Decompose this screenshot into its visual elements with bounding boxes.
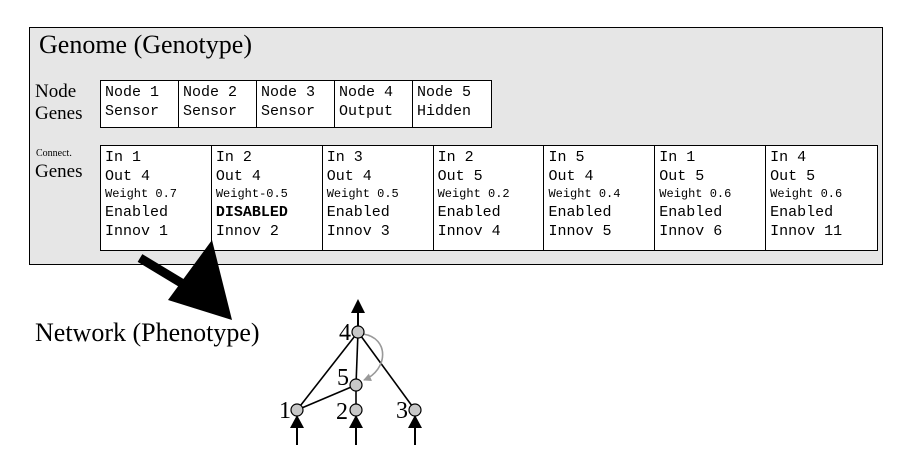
input-arrow-3 xyxy=(408,415,422,445)
node-genes-table: Node 1 Sensor Node 2 Sensor Node 3 Senso… xyxy=(100,80,492,128)
node-gene-type: Sensor xyxy=(105,103,160,120)
edge-4-5-recurrent xyxy=(362,333,384,381)
connect-genes-label: Connect. Genes xyxy=(35,147,82,183)
conn-in: In 3 xyxy=(326,149,363,166)
network-node-1-label: 1 xyxy=(279,398,291,424)
connection-gene-2: In 2 Out 4 Weight-0.5 DISABLED Innov 2 xyxy=(212,146,323,250)
node-gene-id: Node 2 xyxy=(183,84,238,101)
connection-gene-5: In 5 Out 4 Weight 0.4 Enabled Innov 5 xyxy=(544,146,656,250)
conn-status: Enabled xyxy=(659,204,723,221)
node-gene-id: Node 3 xyxy=(261,84,316,101)
conn-in: In 5 xyxy=(548,149,585,166)
conn-in: In 2 xyxy=(215,149,252,166)
network-node-3-label: 3 xyxy=(396,398,408,424)
conn-out: Out 4 xyxy=(215,168,261,185)
network-node-1 xyxy=(290,403,304,417)
network-node-3 xyxy=(408,403,422,417)
conn-status: Enabled xyxy=(105,204,169,221)
conn-weight: Weight 0.2 xyxy=(437,187,510,201)
conn-in: In 1 xyxy=(659,149,696,166)
node-gene-type: Sensor xyxy=(261,103,316,120)
conn-in: In 1 xyxy=(105,149,142,166)
node-gene-3: Node 3 Sensor xyxy=(257,81,335,127)
node-gene-id: Node 4 xyxy=(339,84,394,101)
node-genes-label-line2: Genes xyxy=(35,103,83,124)
network-node-5 xyxy=(349,378,363,392)
edge-5-4 xyxy=(355,331,359,386)
input-arrow-2 xyxy=(349,415,363,445)
node-gene-4: Node 4 Output xyxy=(335,81,413,127)
conn-status: Enabled xyxy=(437,204,501,221)
node-genes-label: Node Genes xyxy=(35,81,82,125)
conn-innov: Innov 3 xyxy=(326,223,390,240)
connection-gene-6: In 1 Out 5 Weight 0.6 Enabled Innov 6 xyxy=(655,146,767,250)
conn-in: In 4 xyxy=(770,149,807,166)
conn-innov: Innov 5 xyxy=(548,223,612,240)
conn-weight: Weight 0.4 xyxy=(548,187,621,201)
conn-out: Out 5 xyxy=(770,168,816,185)
conn-weight: Weight 0.7 xyxy=(105,187,178,201)
conn-weight: Weight-0.5 xyxy=(215,187,288,201)
edge-1-5 xyxy=(296,384,357,411)
connection-gene-4: In 2 Out 5 Weight 0.2 Enabled Innov 4 xyxy=(434,146,545,250)
node-gene-2: Node 2 Sensor xyxy=(179,81,257,127)
conn-out: Out 4 xyxy=(326,168,372,185)
conn-innov: Innov 2 xyxy=(215,223,279,240)
node-gene-5: Node 5 Hidden xyxy=(413,81,491,127)
conn-out: Out 4 xyxy=(105,168,151,185)
genome-title: Genome (Genotype) xyxy=(39,30,252,59)
network-node-4-label: 4 xyxy=(339,320,351,346)
conn-in: In 2 xyxy=(437,149,474,166)
node-genes-label-line1: Node xyxy=(35,81,77,102)
output-arrow-4 xyxy=(351,299,365,326)
conn-weight: Weight 0.6 xyxy=(659,187,732,201)
conn-out: Out 4 xyxy=(548,168,594,185)
connect-genes-label-line2: Genes xyxy=(35,161,83,182)
node-gene-id: Node 1 xyxy=(105,84,160,101)
node-gene-1: Node 1 Sensor xyxy=(101,81,179,127)
network-node-4 xyxy=(351,325,365,339)
connection-gene-3: In 3 Out 4 Weight 0.5 Enabled Innov 3 xyxy=(323,146,434,250)
node-gene-type: Hidden xyxy=(417,103,472,120)
conn-innov: Innov 4 xyxy=(437,223,501,240)
node-gene-type: Output xyxy=(339,103,394,120)
connection-gene-7: In 4 Out 5 Weight 0.6 Enabled Innov 11 xyxy=(766,146,877,250)
conn-status: DISABLED xyxy=(215,204,288,221)
conn-status: Enabled xyxy=(326,204,390,221)
genotype-to-phenotype-arrow xyxy=(137,240,232,320)
network-node-2-label: 2 xyxy=(336,399,348,425)
connect-genes-label-line1: Connect. xyxy=(36,148,72,159)
conn-status: Enabled xyxy=(770,204,834,221)
edge-1-4 xyxy=(296,331,359,411)
conn-status: Enabled xyxy=(548,204,612,221)
conn-innov: Innov 6 xyxy=(659,223,723,240)
conn-innov: Innov 11 xyxy=(770,223,843,240)
network-node-5-label: 5 xyxy=(337,365,349,391)
connection-genes-table: In 1 Out 4 Weight 0.7 Enabled Innov 1 In… xyxy=(100,145,878,251)
conn-weight: Weight 0.6 xyxy=(770,187,843,201)
connection-gene-1: In 1 Out 4 Weight 0.7 Enabled Innov 1 xyxy=(101,146,212,250)
conn-out: Out 5 xyxy=(437,168,483,185)
phenotype-label: Network (Phenotype) xyxy=(35,318,260,347)
node-gene-type: Sensor xyxy=(183,103,238,120)
node-gene-id: Node 5 xyxy=(417,84,472,101)
input-arrow-1 xyxy=(290,415,304,445)
conn-weight: Weight 0.5 xyxy=(326,187,399,201)
conn-innov: Innov 1 xyxy=(105,223,169,240)
network-node-2 xyxy=(349,403,363,417)
edge-3-4 xyxy=(357,331,416,411)
conn-out: Out 5 xyxy=(659,168,705,185)
